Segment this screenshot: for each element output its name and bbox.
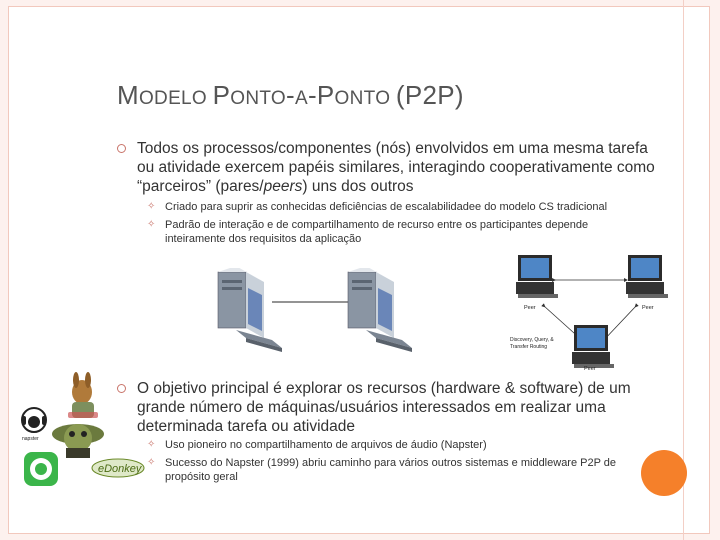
sub-bullet-line: propósito geral — [165, 470, 238, 483]
bullet-1-line3-post: ) uns dos outros — [302, 178, 414, 195]
edonkey-logo-text: eDonkey — [98, 463, 143, 475]
peer-label: Peer — [524, 305, 536, 311]
title-part: (P2P) — [395, 80, 464, 110]
bullet-2-line: grande número de máquinas/usuários inter… — [137, 399, 606, 416]
sub-bullet-line: Uso pioneiro no compartilhamento de arqu… — [165, 439, 487, 451]
bullet-2-text: O objetivo principal é explorar os recur… — [137, 379, 682, 436]
peer-label: Peer — [642, 305, 654, 311]
title-part: ONTO — [230, 88, 286, 109]
mascot-logo-icon — [68, 372, 98, 418]
peer-label: Peer — [584, 366, 596, 372]
bullet-1-line: “parceiros” (pares/peers) uns dos outros — [137, 177, 682, 196]
bullet-1-line: ou atividade exercem papéis similares, i… — [137, 159, 655, 176]
bullet-2-line: O objetivo principal é explorar os recur… — [137, 380, 631, 397]
sub-bullet-line: Sucesso do Napster (1999) abriu caminho … — [165, 457, 617, 469]
peer-computer-icon — [626, 255, 668, 298]
bullet-marker-icon — [117, 144, 126, 153]
sub-bullet-line: Padrão de interação e de compartilhament… — [165, 219, 589, 231]
bullet-2-line: determinada tarefa ou atividade — [137, 418, 356, 435]
napster-logo-icon — [21, 407, 47, 433]
bullet-1-line3-pre: “parceiros” (pares/ — [137, 178, 264, 195]
sub-bullet-2a: Uso pioneiro no compartilhamento de arqu… — [165, 439, 675, 453]
routing-note-line: Discovery, Query, & — [510, 337, 554, 343]
bullet-1-line: Todos os processos/componentes (nós) env… — [137, 140, 648, 157]
title-part: A — [294, 88, 308, 109]
peer-computer-icon — [516, 255, 558, 298]
peer-computer-icon — [572, 325, 614, 368]
bullet-marker-icon — [117, 384, 126, 393]
decorative-orange-circle — [641, 450, 687, 496]
title-part: - — [285, 80, 295, 110]
right-decorative-line — [683, 0, 684, 540]
title-part: P — [212, 80, 231, 110]
title-part: ONTO — [334, 88, 396, 109]
torrent-logo-icon — [24, 452, 58, 486]
peer-triangle-diagram: Peer Peer Peer Discovery, Query, & Trans… — [510, 255, 668, 372]
bullet-1-line3-em: peers — [263, 178, 303, 195]
napster-logo-text: napster — [22, 436, 39, 442]
title-part: M — [117, 80, 139, 110]
p2p-logos-cluster: napster eDonkey — [21, 372, 145, 486]
sub-bullet-1a: Criado para suprir as conhecidas deficiê… — [165, 201, 675, 215]
alien-face-logo-icon — [52, 424, 104, 458]
sub-bullet-marker-icon: ✧ — [147, 201, 156, 212]
slide-title: MODELO PONTO-A-PONTO (P2P) — [117, 80, 464, 111]
sub-bullet-line: inteiramente dos requisitos da aplicação — [165, 232, 362, 245]
sub-bullet-marker-icon: ✧ — [147, 439, 156, 450]
routing-note-line: Transfer Routing — [510, 344, 547, 350]
server-right-icon — [347, 268, 412, 352]
title-part: ODELO — [138, 88, 213, 109]
edonkey-logo-icon: eDonkey — [91, 458, 145, 478]
two-server-diagram — [217, 268, 412, 352]
sub-bullet-marker-icon: ✧ — [147, 219, 156, 230]
bullet-1-text: Todos os processos/componentes (nós) env… — [137, 139, 682, 196]
sub-bullet-1b: Padrão de interação e de compartilhament… — [165, 219, 675, 246]
title-part: -P — [307, 80, 335, 110]
server-left-icon — [217, 268, 282, 352]
sub-bullet-2b: Sucesso do Napster (1999) abriu caminho … — [165, 457, 675, 484]
sub-bullet-line: Criado para suprir as conhecidas deficiê… — [165, 201, 608, 213]
sub-bullet-marker-icon: ✧ — [147, 457, 156, 468]
